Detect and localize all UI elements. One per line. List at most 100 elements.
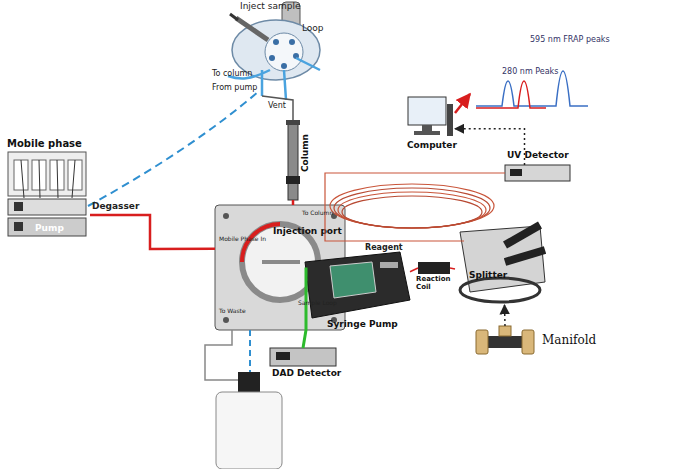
injection-valve-part: [236, 18, 268, 40]
waste-bottle-part: [216, 392, 282, 469]
column-node: Column: [288, 122, 298, 200]
node-label: Computer: [407, 141, 457, 151]
injection-port-plate-part: [249, 330, 251, 372]
part-label: Degasser: [92, 202, 139, 212]
dad-detector-unit-part: [276, 352, 290, 360]
injection-valve-part: [273, 39, 279, 45]
computer-monitor-part: [408, 97, 446, 125]
injection-valve-part: [228, 58, 320, 100]
uv-detector-unit-part: [510, 169, 522, 176]
supply-tubing-part: [262, 96, 293, 120]
reaction-coil-loops-part: [330, 184, 494, 228]
pump-unit: [8, 218, 86, 236]
hplc-column-part: [286, 120, 300, 125]
chromatogram-peaks-part: [476, 71, 588, 106]
solvent-tray-part: [21, 160, 75, 198]
injection-valve-part: [281, 63, 287, 69]
tubing-line: [455, 94, 470, 113]
manifold-fitting-part: [476, 330, 488, 354]
reaction-coil-box-part: [418, 262, 450, 274]
tubing-line: [303, 268, 306, 349]
splitter-device-part: [505, 250, 545, 262]
reaction-coil-node: Reaction Coil: [418, 262, 450, 274]
syringe-pump-device: [305, 252, 410, 318]
injection-valve-part: [289, 39, 295, 45]
splitter-node: Splitter: [455, 225, 545, 305]
node-label: Injection port: [273, 227, 342, 237]
node-label: Reaction Coil: [416, 276, 456, 291]
part-label: Reagent: [365, 244, 403, 253]
node-label: DAD Detector: [272, 369, 341, 379]
tubing-line: [292, 200, 295, 205]
splitter-device-part: [505, 225, 540, 245]
manifold-fitting-part: [522, 330, 534, 354]
syringe-pump-device-part: [305, 252, 410, 318]
degasser-unit-part: [8, 199, 86, 215]
tubing-line: [410, 268, 418, 272]
part-label: To Waste: [219, 308, 246, 315]
tubing-line: [90, 215, 215, 249]
injection-valve-part: [230, 14, 238, 20]
part-label: To Column: [302, 210, 333, 217]
degasser-unit-part: [14, 202, 23, 211]
uv-detector-unit-part: [505, 165, 570, 181]
node-label: UV Detector: [507, 151, 569, 161]
waste-bottle: [216, 372, 282, 469]
dad-detector-unit-part: [270, 348, 336, 366]
reaction-coil-loops: [330, 184, 494, 228]
node-sublabel: Pump: [35, 224, 64, 234]
chromatogram-peaks-part: [476, 81, 546, 108]
node-label: Manifold: [542, 334, 596, 347]
computer-monitor-part: [414, 131, 440, 135]
manifold-fitting-part: [499, 326, 511, 336]
supply-tubing: [88, 92, 293, 206]
dad-detector-unit: [270, 348, 336, 366]
node-label: Column: [301, 134, 311, 172]
chromatogram-peaks: [476, 71, 588, 108]
manifold-fitting: [476, 326, 534, 354]
tubing-line: [325, 173, 505, 241]
chromatogram-node: 595 nm FRAP peaks280 nm Peaks: [470, 30, 592, 110]
signal-line: [455, 129, 525, 165]
hplc-column-part: [288, 122, 298, 200]
part-label: From pump: [212, 84, 257, 93]
hplc-column: [286, 120, 300, 200]
part-label: Inject sample: [240, 2, 300, 12]
node-label: Mobile phase: [7, 138, 82, 149]
degasser-unit: [8, 199, 86, 215]
splitter-device: [460, 225, 545, 302]
reaction-coil-box: [418, 262, 450, 274]
pump-unit-part: [8, 218, 86, 236]
part-label: Loop: [302, 24, 324, 34]
tubing-line: [450, 268, 455, 269]
signal-line: [504, 305, 506, 326]
node-label: Syringe Pump: [327, 320, 398, 330]
solvent-tray: [8, 152, 86, 198]
computer-monitor: [408, 97, 453, 136]
detector-node: DAD Detector: [270, 348, 336, 366]
detector-node: UV Detector: [505, 165, 570, 181]
manifold-node: Manifold: [476, 326, 534, 354]
supply-tubing-part: [88, 92, 258, 206]
hplc-column-part: [286, 176, 300, 184]
syringe-pump-device-part: [380, 262, 398, 268]
pump-unit-part: [14, 222, 23, 231]
computer-monitor-part: [422, 125, 432, 131]
syringe-pump-node: Syringe Pump: [305, 252, 410, 318]
injection-port-plate-part: [205, 330, 238, 380]
splitter-device-part: [460, 278, 540, 302]
waste-bottle-part: [238, 372, 260, 392]
reaction-coil-loops-part: [338, 192, 486, 228]
part-label: Vent: [268, 102, 286, 111]
syringe-pump-device-part: [330, 262, 376, 298]
uv-detector-unit: [505, 165, 570, 181]
node-label: 595 nm FRAP peaks: [530, 36, 610, 45]
computer-monitor-part: [447, 104, 453, 136]
reaction-coil-loops-part: [342, 196, 482, 228]
node-sublabel: 280 nm Peaks: [502, 68, 558, 77]
solvent-pump-node: Mobile phasePump: [5, 138, 90, 238]
injection-port-plate-part: [262, 260, 300, 264]
